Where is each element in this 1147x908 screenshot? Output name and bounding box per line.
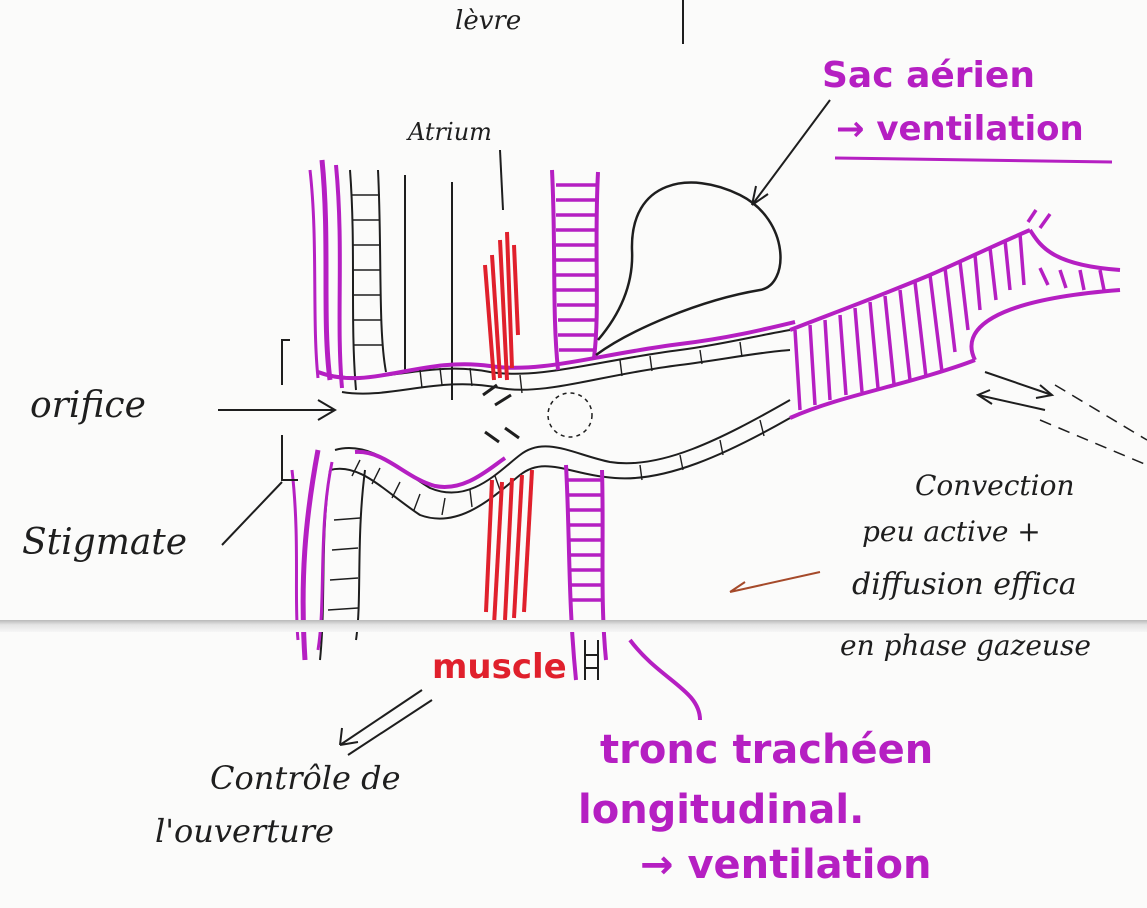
sac-underline <box>835 158 1112 162</box>
branch-fork-bottom <box>971 290 1120 360</box>
muscle-lower <box>486 470 532 625</box>
valve-ticks <box>483 385 519 442</box>
tracheal-trunk-upper-rings <box>556 185 596 350</box>
label-controle-1: Contrôle de <box>210 762 401 794</box>
orifice-arrow <box>218 400 335 420</box>
label-muscle: muscle <box>432 650 567 684</box>
atrium-wall-upper-ticks <box>352 195 383 345</box>
convection-pointer <box>730 572 820 592</box>
air-sac <box>596 183 780 355</box>
branch-outline-bottom <box>790 360 975 418</box>
label-orifice: orifice <box>30 388 146 424</box>
controle-arrow <box>340 690 432 755</box>
sac-pointer-arrow <box>752 100 830 205</box>
valve-circle <box>548 393 592 437</box>
atrium-wall-lower-ticks <box>328 518 360 610</box>
tracheal-trunk-lower-rings <box>568 480 602 600</box>
label-sac-ventilation: → ventilation <box>836 112 1084 146</box>
label-controle-2: l'ouverture <box>155 815 334 847</box>
muscle-upper <box>485 232 518 380</box>
label-convection-3: diffusion effica <box>852 570 1077 600</box>
tracheal-trunk-bottom <box>585 640 598 680</box>
label-convection-4: en phase gazeuse <box>840 632 1091 660</box>
diffusion-arrows <box>978 372 1052 410</box>
label-tronc-2: longitudinal. <box>578 790 864 830</box>
branch-fork-top <box>1030 230 1120 270</box>
label-convection-1: Convection <box>915 472 1074 500</box>
label-atrium: Atrium <box>408 120 492 144</box>
atrium-pointer <box>500 150 503 210</box>
stigmate-pointer <box>222 482 282 545</box>
label-tronc-1: tronc trachéen <box>600 730 933 770</box>
label-sac-aerien: Sac aérien <box>822 58 1035 94</box>
label-stigmate: Stigmate <box>22 525 187 561</box>
orifice-bracket-top <box>282 340 290 385</box>
orifice-bracket-bottom <box>282 435 298 480</box>
label-tronc-ventilation: → ventilation <box>640 845 931 885</box>
label-levre: lèvre <box>455 8 521 34</box>
diffusion-dashes <box>1040 385 1147 465</box>
tronc-pointer <box>630 640 700 720</box>
label-convection-2: peu active + <box>862 518 1041 546</box>
duct-lower-tissue <box>355 452 505 487</box>
